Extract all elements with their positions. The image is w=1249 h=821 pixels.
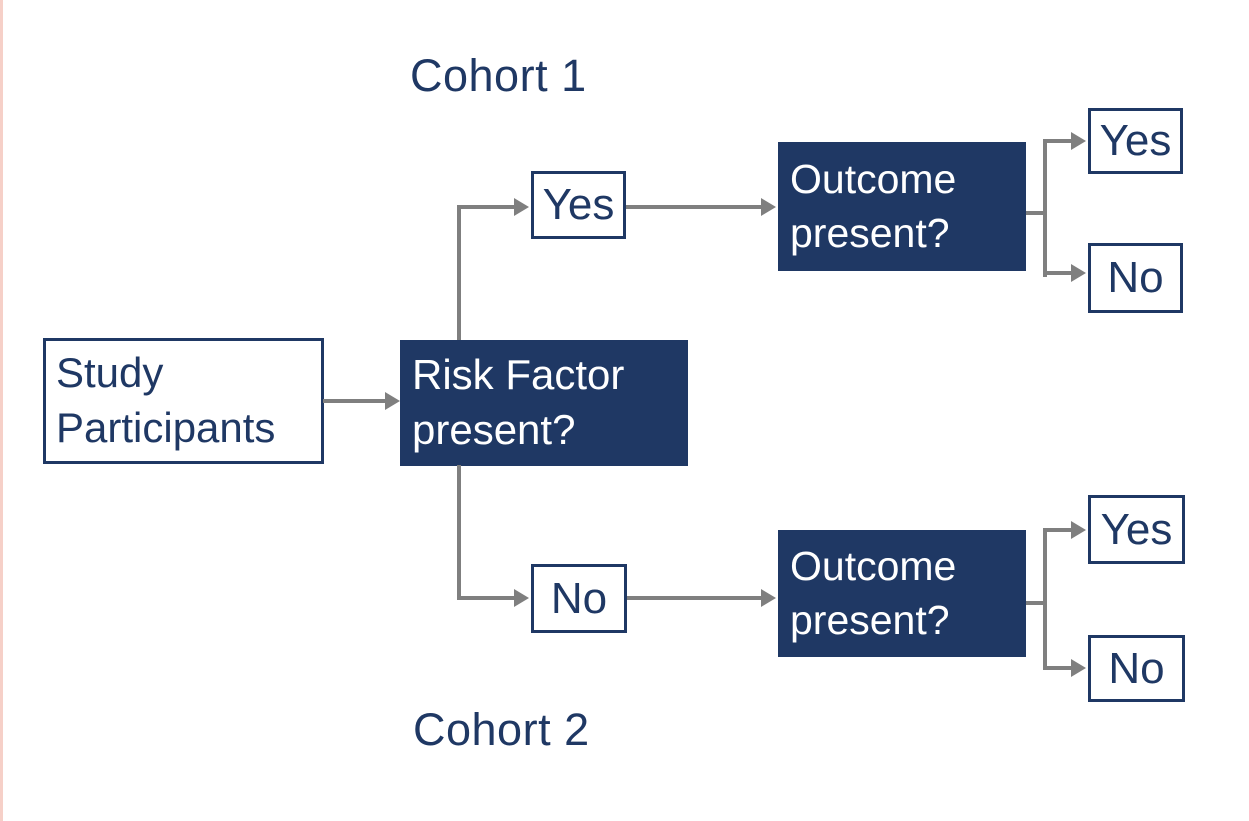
arrowhead-icon [761, 198, 776, 216]
risk-yes-label: Yes [542, 180, 615, 229]
cohort1-outcome-no-box: No [1088, 243, 1183, 313]
cohort2-outcome-box: Outcome present? [778, 530, 1026, 657]
risk-yes-box: Yes [531, 171, 626, 239]
connector-outcome2-stub [1026, 601, 1046, 605]
study-participants-line2: Participants [56, 404, 276, 451]
arrowhead-icon [514, 589, 529, 607]
connector-outcome1-to-no [1043, 271, 1071, 275]
cohort2-outcome-no-label: No [1108, 643, 1165, 693]
cohort1-label: Cohort 1 [410, 50, 587, 101]
cohort2-label: Cohort 2 [413, 704, 590, 755]
connector-risk-to-no [457, 596, 514, 600]
arrowhead-icon [1071, 132, 1086, 150]
study-participants-line1: Study [56, 349, 164, 397]
arrowhead-icon [1071, 264, 1086, 282]
cohort1-outcome-no-label: No [1107, 253, 1164, 302]
left-edge-accent [0, 0, 3, 821]
risk-no-box: No [531, 564, 627, 633]
cohort1-outcome-box: Outcome present? [778, 142, 1026, 271]
connector-outcome1-stub [1026, 211, 1046, 215]
cohort2-outcome-yes-label: Yes [1100, 504, 1173, 554]
arrowhead-icon [1071, 659, 1086, 677]
arrowhead-icon [514, 198, 529, 216]
cohort2-outcome-yes-box: Yes [1088, 495, 1185, 564]
cohort1-outcome-line1: Outcome [790, 156, 957, 203]
cohort1-outcome-line2: present? [790, 209, 950, 256]
connector-risk-to-yes [457, 205, 514, 209]
cohort2-outcome-line1: Outcome [790, 543, 957, 590]
connector-study-to-risk [323, 399, 385, 403]
connector-outcome2-to-no [1043, 666, 1071, 670]
connector-outcome1-split-vertical [1043, 139, 1047, 277]
arrowhead-icon [761, 589, 776, 607]
connector-yes-to-outcome1 [626, 205, 761, 209]
cohort1-outcome-yes-box: Yes [1088, 108, 1183, 174]
connector-outcome2-to-yes [1043, 528, 1071, 532]
connector-risk-up-vertical [457, 205, 461, 340]
connector-no-to-outcome2 [627, 596, 761, 600]
cohort2-outcome-no-box: No [1088, 635, 1185, 702]
risk-no-label: No [550, 573, 608, 623]
connector-outcome1-to-yes [1043, 139, 1071, 143]
cohort1-outcome-yes-label: Yes [1099, 116, 1172, 165]
arrowhead-icon [1071, 521, 1086, 539]
risk-factor-line1: Risk Factor [412, 351, 625, 399]
risk-factor-line2: present? [412, 406, 576, 453]
connector-risk-down-vertical [457, 465, 461, 600]
connector-outcome2-split-vertical [1043, 528, 1047, 670]
arrowhead-icon [385, 392, 400, 410]
study-participants-box: Study Participants [43, 338, 324, 464]
risk-factor-box: Risk Factor present? [400, 340, 688, 466]
cohort2-outcome-line2: present? [790, 596, 950, 643]
